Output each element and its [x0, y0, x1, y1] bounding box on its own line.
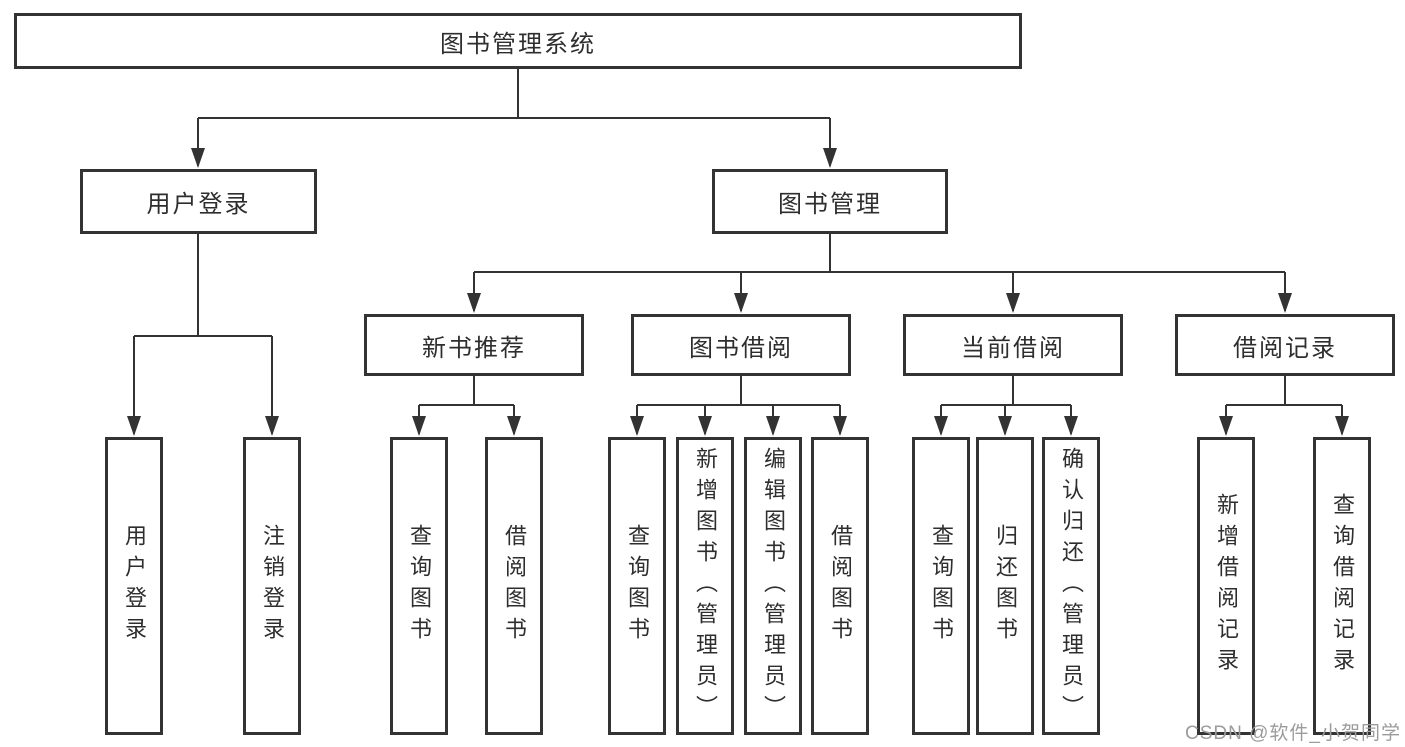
leaf-add-books-admin: 新增图书（管理员）	[676, 437, 734, 735]
leaf-label: 查询图书	[929, 524, 954, 648]
leaf-label: 新增借阅记录	[1214, 493, 1239, 679]
leaf-current-query-books: 查询图书	[912, 437, 970, 735]
leaf-user-login: 用户登录	[105, 437, 163, 735]
leaf-logout: 注销登录	[243, 437, 301, 735]
csdn-watermark: CSDN @软件_小贺同学	[1185, 723, 1401, 744]
node-new-book-recommend: 新书推荐	[364, 314, 584, 376]
leaf-label: 查询图书	[407, 524, 432, 648]
leaf-rec-query-books: 查询图书	[390, 437, 448, 735]
leaf-borrow-books: 借阅图书	[811, 437, 869, 735]
leaf-label: 用户登录	[122, 524, 147, 648]
leaf-label: 新增图书（管理员）	[693, 446, 718, 726]
leaf-label: 查询借阅记录	[1330, 493, 1355, 679]
node-book-borrowing: 图书借阅	[631, 314, 851, 376]
leaf-edit-books-admin: 编辑图书（管理员）	[744, 437, 802, 735]
leaf-label: 查询图书	[625, 524, 650, 648]
leaf-query-borrow-record: 查询借阅记录	[1313, 437, 1371, 735]
leaf-return-books: 归还图书	[976, 437, 1034, 735]
node-current-borrowing: 当前借阅	[903, 314, 1123, 376]
leaf-label: 注销登录	[260, 524, 285, 648]
leaf-confirm-return-admin: 确认归还（管理员）	[1042, 437, 1100, 735]
leaf-add-borrow-record: 新增借阅记录	[1197, 437, 1255, 735]
leaf-label: 编辑图书（管理员）	[761, 446, 786, 726]
leaf-label: 借阅图书	[828, 524, 853, 648]
leaf-label: 确认归还（管理员）	[1059, 446, 1084, 726]
leaf-rec-borrow-books: 借阅图书	[485, 437, 543, 735]
node-book-management: 图书管理	[712, 169, 948, 234]
node-borrow-records: 借阅记录	[1175, 314, 1395, 376]
leaf-label: 借阅图书	[502, 524, 527, 648]
node-user-login: 用户登录	[80, 169, 317, 234]
leaf-borrow-query-books: 查询图书	[608, 437, 666, 735]
leaf-label: 归还图书	[993, 524, 1018, 648]
node-library-system: 图书管理系统	[14, 13, 1022, 69]
